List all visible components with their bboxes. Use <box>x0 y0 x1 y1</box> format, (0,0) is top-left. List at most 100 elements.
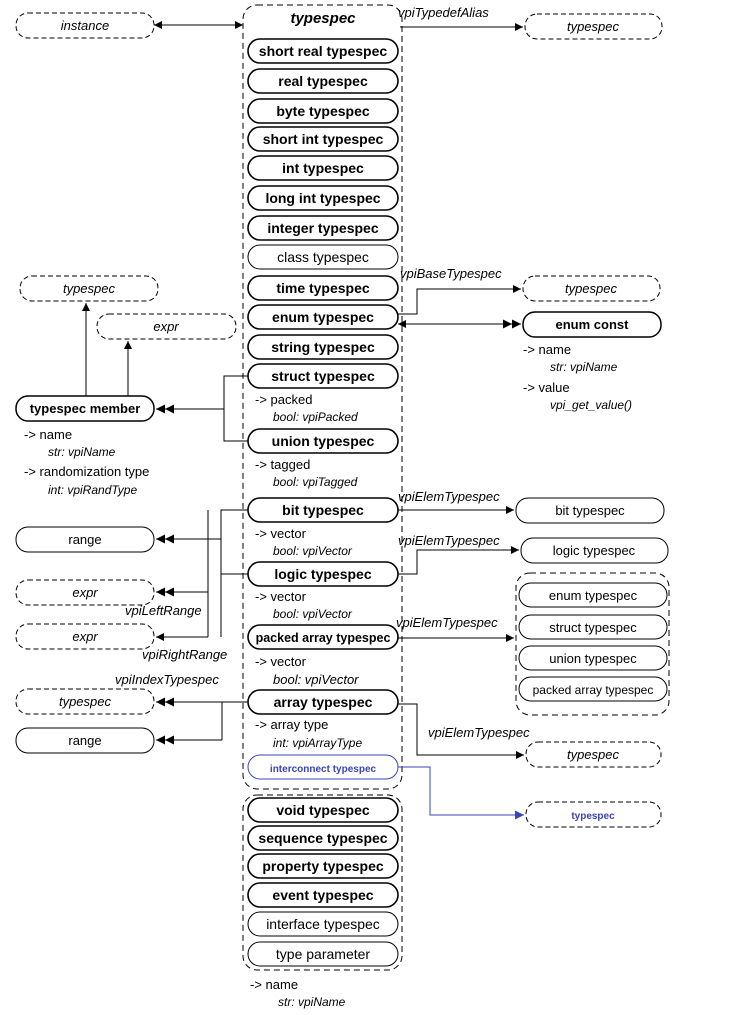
string-typespec-box <box>247 334 399 360</box>
packed-array-typespec-label: packed array typespec <box>256 631 391 645</box>
interconnect-typespec-label: typespec <box>571 811 615 822</box>
packed-vector-prop: -> vector <box>255 654 307 669</box>
base-typespec-box <box>522 275 661 302</box>
typespec-column-upper <box>242 4 403 790</box>
typespec-column-lower <box>242 794 403 971</box>
void-typespec-label: void typespec <box>276 802 370 818</box>
column-title: typespec <box>290 10 356 27</box>
struct-packed-type: bool: vpiPacked <box>273 410 358 424</box>
range-label-1: range <box>68 532 101 547</box>
typespec-member-box <box>15 395 155 422</box>
elem-label-packed: vpiElemTypespec <box>396 615 498 630</box>
type-parameter-label: type parameter <box>276 946 370 962</box>
int-typespec-box <box>247 155 399 181</box>
enum-const-label: enum const <box>556 317 630 332</box>
base-typespec-connector <box>398 285 521 315</box>
alias-typespec-box <box>524 13 663 40</box>
property-typespec-box <box>247 853 399 879</box>
enum-const-value-prop: -> value <box>523 380 570 395</box>
bit-target-box <box>515 497 665 524</box>
short-real-typespec-label: short real typespec <box>259 43 388 59</box>
union-tagged-prop: -> tagged <box>255 457 310 472</box>
array-typespec-label: array typespec <box>274 694 373 710</box>
packed-target-union-typespec-box <box>518 645 668 671</box>
struct-packed-prop: -> packed <box>255 392 312 407</box>
short-int-typespec-label: short int typespec <box>263 131 384 147</box>
byte-typespec-box <box>247 98 399 124</box>
interconnect-typespec-label: interconnect typespec <box>270 764 377 775</box>
elem-label-logic: vpiElemTypespec <box>398 533 500 548</box>
logic-vector-type: bool: vpiVector <box>273 607 353 621</box>
vector-bracket <box>220 509 248 637</box>
array-bracket <box>221 701 248 740</box>
class-typespec-label: class typespec <box>277 249 369 265</box>
short-real-typespec-box <box>247 38 399 64</box>
right-expr-label: expr <box>72 629 98 644</box>
enum-const-name-prop: -> name <box>523 342 571 357</box>
integer-typespec-box <box>247 215 399 241</box>
short-int-typespec-box <box>247 126 399 152</box>
member-typespec-box <box>19 275 159 302</box>
time-typespec-label: time typespec <box>276 280 370 296</box>
packed-target-enum-typespec-box <box>518 582 668 608</box>
instance-box <box>15 12 155 39</box>
typespec-member-label: typespec member <box>30 401 141 416</box>
real-typespec-label: real typespec <box>278 73 368 89</box>
enum-const-box <box>522 311 662 338</box>
real-typespec-box <box>247 68 399 94</box>
member-rand-type: int: vpiRandType <box>48 483 137 497</box>
interconnect-typespec-box <box>525 801 662 828</box>
column-type-boxes: short real typespec real typespec byte typ… <box>247 38 399 967</box>
logic-target-label: logic typespec <box>553 543 636 558</box>
sequence-typespec-box <box>247 825 399 851</box>
left-expr-box <box>15 579 155 606</box>
integer-typespec-label: integer typespec <box>267 220 378 236</box>
member-name-prop: -> name <box>24 427 72 442</box>
alias-typespec-label: typespec <box>567 19 620 34</box>
event-typespec-label: event typespec <box>272 887 373 903</box>
right-expr-box <box>15 623 155 650</box>
range-box-1 <box>15 526 155 553</box>
time-typespec-box <box>247 275 399 301</box>
range-label-2: range <box>68 733 101 748</box>
elem-label-bit: vpiElemTypespec <box>398 489 500 504</box>
array-type-type: int: vpiArrayType <box>273 736 362 750</box>
interconnect-connector <box>398 766 524 820</box>
elem-label-array: vpiElemTypespec <box>428 725 530 740</box>
packed-target-struct-typespec-label: struct typespec <box>549 620 637 635</box>
packed-targets-group <box>515 572 670 716</box>
interface-typespec-label: interface typespec <box>266 916 380 932</box>
packed-target-packed-array-typespec-box <box>518 676 668 702</box>
index-typespec-text: typespec <box>59 694 112 709</box>
base-typespec-label: vpiBaseTypespec <box>400 266 502 281</box>
logic-vector-prop: -> vector <box>255 589 307 604</box>
member-expr-label: expr <box>153 319 179 334</box>
enum-const-value-type: vpi_get_value() <box>550 398 632 412</box>
int-typespec-label: int typespec <box>282 160 364 176</box>
sequence-typespec-label: sequence typespec <box>258 830 387 846</box>
array-elem-typespec-label: typespec <box>567 747 620 762</box>
packed-target-union-typespec-label: union typespec <box>549 651 637 666</box>
bottom-name-type: str: vpiName <box>278 995 346 1009</box>
bottom-name-prop: -> name <box>250 977 298 992</box>
struct-union-bracket <box>223 375 248 442</box>
event-typespec-box <box>247 882 399 908</box>
packed-target-struct-typespec-box <box>518 614 668 640</box>
property-typespec-label: property typespec <box>262 858 384 874</box>
logic-typespec-label: logic typespec <box>274 566 371 582</box>
instance-label: instance <box>61 18 109 33</box>
packed-vector-type: bool: vpiVector <box>273 672 359 687</box>
member-expr-box <box>96 313 237 340</box>
bit-target-label: bit typespec <box>555 503 625 518</box>
member-typespec-label: typespec <box>63 281 116 296</box>
right-range-label: vpiRightRange <box>142 647 227 662</box>
union-tagged-type: bool: vpiTagged <box>273 475 358 489</box>
long-int-typespec-box <box>247 185 399 211</box>
class-typespec-box <box>247 244 399 270</box>
member-rand-prop: -> randomization type <box>24 464 149 479</box>
long-int-typespec-label: long int typespec <box>265 190 380 206</box>
logic-target-box <box>520 537 669 564</box>
byte-typespec-label: byte typespec <box>276 103 370 119</box>
index-typespec-label: vpiIndexTypespec <box>115 672 219 687</box>
